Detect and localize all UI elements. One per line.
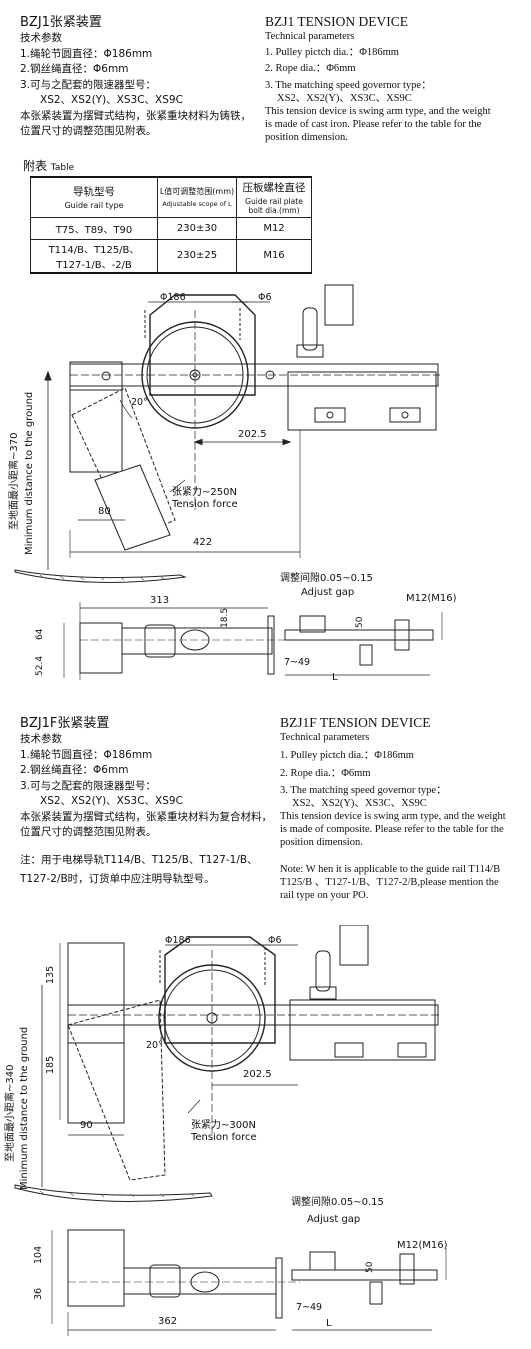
ground-distance-cn: 至地面最小距离~370	[9, 432, 20, 530]
bzj1f-cn-line: 3.可与之配套的限速器型号：	[20, 779, 157, 792]
bzj1f-note-en: T125/B 、T127-1/B、T127-2/B,please mention…	[280, 876, 499, 888]
bzj1f-en-line: position dimension.	[280, 837, 363, 849]
bzj1f-cn-line: 本张紧装置为摆臂式结构，张紧重块材料为复合材料，	[20, 810, 272, 823]
adjust-gap-en: Adjust gap	[307, 1214, 361, 1225]
dim-m12: M12(M16)	[397, 1240, 448, 1251]
bzj1-cn-line: XS2、XS2(Y)、XS3C、XS9C	[40, 94, 183, 106]
dim-104: 104	[33, 1245, 44, 1264]
dim-50: 50	[365, 1261, 375, 1273]
bzj1-front-view-drawing	[14, 284, 440, 583]
bzj1f-en-line: 3. The matching speed governor type：	[280, 784, 447, 796]
dim-313: 313	[150, 595, 170, 606]
dim-422: 422	[193, 537, 213, 548]
dim-7-49: 7~49	[284, 657, 311, 668]
dim-185: 185	[45, 1055, 56, 1074]
bzj1f-en-line: This tension device is swing arm type, a…	[280, 811, 506, 823]
table-caption: 附表 Table	[23, 159, 75, 173]
bzj1f-top-view-drawing	[51, 1229, 447, 1336]
dim-phi186: Φ186	[165, 935, 191, 946]
dim-phi6: Φ6	[268, 935, 282, 946]
bzj1f-cn-block: BZJ1F张紧装置 技术参数 1.绳轮节圆直径：Φ186mm 2.钢丝绳直径：Φ…	[20, 715, 272, 888]
table-cell: T114/B、T125/B、T127-1/B、-2/B	[30, 238, 158, 274]
adjust-gap-en: Adjust gap	[301, 587, 355, 598]
table-cell: T75、T89、T90	[30, 216, 158, 240]
bzj1f-cn-line: 2.钢丝绳直径：Φ6mm	[20, 764, 129, 776]
dim-202-5: 202.5	[238, 429, 267, 440]
bzj1-cn-block: BZJ1张紧装置 技术参数 1.绳轮节圆直径：Φ186mm 2.钢丝绳直径：Φ6…	[20, 14, 251, 140]
ground-distance-en: Minimum distance to the ground	[19, 1026, 30, 1190]
bzj1-en-line: 2. Rope dia.：Φ6mm	[265, 63, 356, 75]
bzj1f-params-cn: 技术参数	[20, 733, 62, 745]
bzj1f-note-en: rail type on your PO.	[280, 890, 369, 902]
tension-force-en: Tension force	[191, 1132, 257, 1143]
tension-force-en: Tension force	[172, 499, 238, 510]
bzj1f-en-line: is made of composite. Please refer to th…	[280, 824, 504, 836]
ground-distance-cn: 至地面最小距离~340	[5, 1064, 16, 1162]
table-cell: 230±25	[157, 238, 237, 274]
dim-64: 64	[35, 628, 45, 640]
bzj1-cn-line: 位置尺寸的调整范围见附表。	[20, 125, 157, 137]
bzj1-en-line: This tension device is swing arm type, a…	[265, 106, 491, 118]
dim-52-4: 52.4	[35, 655, 45, 676]
bzj1f-params-en: Technical parameters	[280, 732, 370, 743]
bzj1-title-cn: BZJ1张紧装置	[20, 15, 102, 30]
dim-phi6: Φ6	[258, 292, 272, 303]
bzj1-cn-line: 1.绳轮节圆直径：Φ186mm	[20, 47, 153, 60]
bzj1-cn-line: 3.可与之配套的限速器型号：	[20, 78, 157, 91]
dim-7-49: 7~49	[296, 1302, 323, 1313]
bzj1f-note-cn: 注：用于电梯导轨T114/B、T125/B、T127-1/B、	[20, 853, 258, 866]
bzj1-en-block: BZJ1 TENSION DEVICE Technical parameters…	[265, 14, 491, 145]
bzj1-en-line: position dimension.	[265, 132, 348, 144]
bzj1f-cn-line: 1.绳轮节圆直径：Φ186mm	[20, 748, 153, 761]
table-cell: M12	[236, 216, 312, 240]
dim-36: 36	[33, 1287, 44, 1300]
bzj1f-en-block: BZJ1F TENSION DEVICE Technical parameter…	[280, 715, 506, 902]
dim-80: 80	[98, 506, 111, 517]
bzj1f-front-view-drawing	[14, 925, 440, 1202]
bzj1f-en-line: 2. Rope dia.：Φ6mm	[280, 768, 371, 780]
bzj1f-en-line: 1. Pulley pictch dia.：Φ186mm	[280, 750, 414, 762]
bzj1f-title-cn: BZJ1F张紧装置	[20, 716, 110, 731]
dim-18-5: 18.5	[220, 607, 230, 628]
dim-90: 90	[80, 1120, 93, 1131]
bzj1-title-en: BZJ1 TENSION DEVICE	[265, 14, 408, 29]
bzj1f-cn-line: XS2、XS2(Y)、XS3C、XS9C	[40, 795, 183, 807]
table-cell: 230±30	[157, 216, 237, 240]
dim-phi186: Φ186	[160, 292, 186, 303]
ground-distance-en: Minimum distance to the ground	[24, 391, 35, 555]
dim-angle: 20°	[146, 1040, 163, 1051]
bzj1-en-line: 3. The matching speed governor type：	[265, 79, 432, 91]
dim-202-5: 202.5	[243, 1069, 272, 1080]
bzj1-params-cn: 技术参数	[20, 32, 62, 44]
dim-angle: 20°	[131, 397, 148, 408]
bzj1-top-view-drawing	[63, 602, 443, 680]
bzj1f-cn-line: 位置尺寸的调整范围见附表。	[20, 826, 157, 838]
bzj1-en-line: XS2、XS2(Y)、XS3C、XS9C	[277, 92, 412, 104]
bzj1-cn-line: 本张紧装置为摆臂式结构，张紧重块材料为铸铁，	[20, 109, 251, 122]
bzj1-params-en: Technical parameters	[265, 31, 355, 42]
dim-362: 362	[158, 1316, 178, 1327]
dim-135: 135	[45, 965, 56, 984]
dim-50: 50	[355, 616, 365, 628]
table-header-L: L值可调整范围(mm)Adjustable scope of L	[157, 176, 237, 218]
dim-L: L	[332, 672, 338, 683]
adjust-gap-cn: 调整间隙0.05~0.15	[291, 1197, 384, 1208]
bzj1f-note-cn: T127-2/B时，订货单中应注明导轨型号。	[20, 873, 215, 885]
tension-force-cn: 张紧力~250N	[172, 487, 237, 498]
bzj1-en-line: 1. Pulley pictch dia.：Φ186mm	[265, 47, 399, 59]
tension-force-cn: 张紧力~300N	[191, 1120, 256, 1131]
adjust-gap-cn: 调整间隙0.05~0.15	[280, 573, 373, 584]
bzj1-cn-line: 2.钢丝绳直径：Φ6mm	[20, 63, 129, 75]
bzj1f-en-line: XS2、XS2(Y)、XS3C、XS9C	[292, 797, 427, 809]
dim-L: L	[326, 1318, 332, 1329]
table-cell: M16	[236, 238, 312, 274]
dim-m12: M12(M16)	[406, 593, 457, 604]
bzj1-en-line: is made of cast iron. Please refer to th…	[265, 119, 482, 131]
bzj1f-title-en: BZJ1F TENSION DEVICE	[280, 715, 431, 730]
bzj1f-note-en: Note: W hen it is applicable to the guid…	[280, 863, 501, 875]
